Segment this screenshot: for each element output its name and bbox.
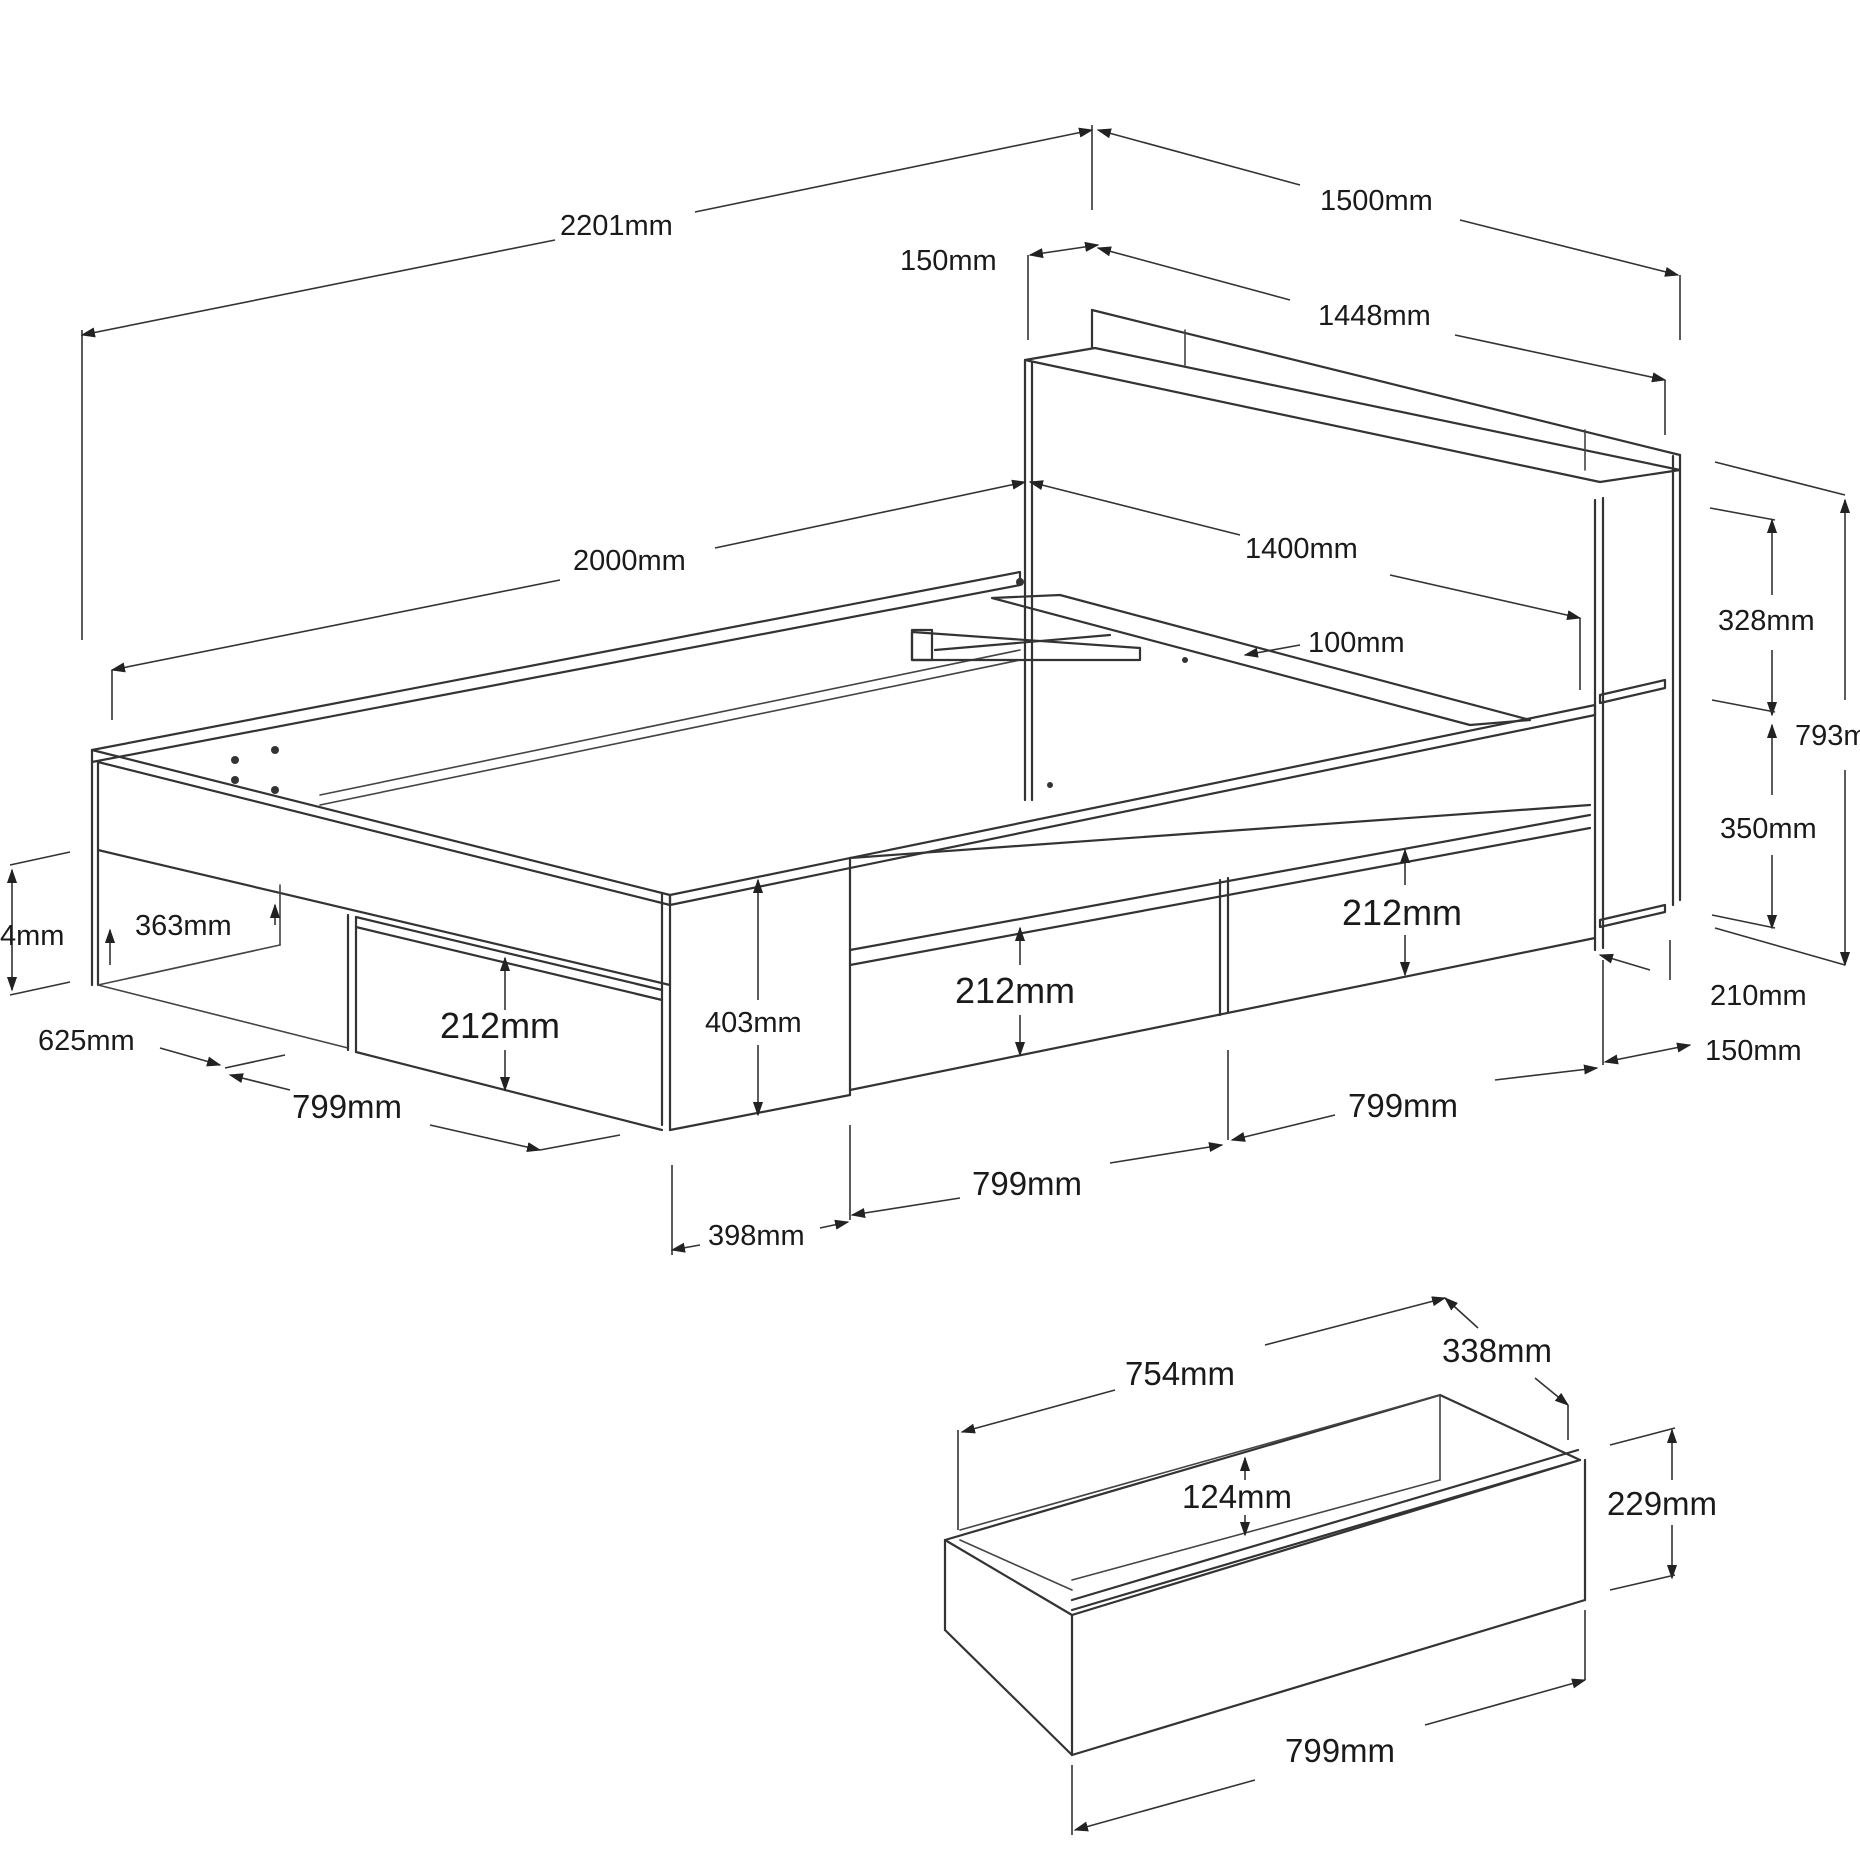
label-overall-width: 1500mm bbox=[1320, 185, 1433, 217]
label-drawer-inner-height: 124mm bbox=[1182, 1478, 1292, 1515]
drawer-outline bbox=[943, 1393, 1587, 1757]
label-foot-panel-depth: 398mm bbox=[708, 1220, 805, 1252]
dimension-lines bbox=[6, 125, 1851, 1835]
label-drawer-front-width: 799mm bbox=[1285, 1732, 1395, 1769]
label-foot-depth: 625mm bbox=[38, 1025, 135, 1057]
bed-outline bbox=[90, 308, 1682, 1132]
label-headboard-depth: 150mm bbox=[900, 245, 997, 277]
label-open-shelf-height: 363mm bbox=[135, 910, 232, 942]
dimension-labels: 2201mm 1500mm 150mm 1448mm 2000mm 1400mm… bbox=[0, 185, 1860, 1769]
label-frame-width: 1400mm bbox=[1245, 533, 1358, 565]
label-total-height: 793mm bbox=[1795, 720, 1860, 752]
label-slat-gap: 100mm bbox=[1308, 627, 1405, 659]
label-side-depth: 150mm bbox=[1705, 1035, 1802, 1067]
label-shelf-lower: 350mm bbox=[1720, 813, 1817, 845]
label-drawer-width-mid: 799mm bbox=[972, 1165, 1082, 1202]
label-drawer-width-right: 799mm bbox=[1348, 1087, 1458, 1124]
label-drawer-front-height-right: 212mm bbox=[1342, 892, 1462, 933]
label-shelf-upper: 328mm bbox=[1718, 605, 1815, 637]
label-overall-length: 2201mm bbox=[560, 210, 673, 242]
label-headboard-width: 1448mm bbox=[1318, 300, 1431, 332]
label-foot-height: 403mm bbox=[705, 1007, 802, 1039]
label-shelf-depth: 210mm bbox=[1710, 980, 1807, 1012]
label-frame-length: 2000mm bbox=[573, 545, 686, 577]
label-drawer-front-height-left: 212mm bbox=[440, 1005, 560, 1046]
label-drawer-height: 229mm bbox=[1607, 1485, 1717, 1522]
label-left-height: 4mm bbox=[0, 920, 64, 952]
label-drawer-front-height-mid: 212mm bbox=[955, 970, 1075, 1011]
label-drawer-inner-length: 754mm bbox=[1125, 1355, 1235, 1392]
label-drawer-width-left: 799mm bbox=[292, 1088, 402, 1125]
label-drawer-inner-depth: 338mm bbox=[1442, 1332, 1552, 1369]
